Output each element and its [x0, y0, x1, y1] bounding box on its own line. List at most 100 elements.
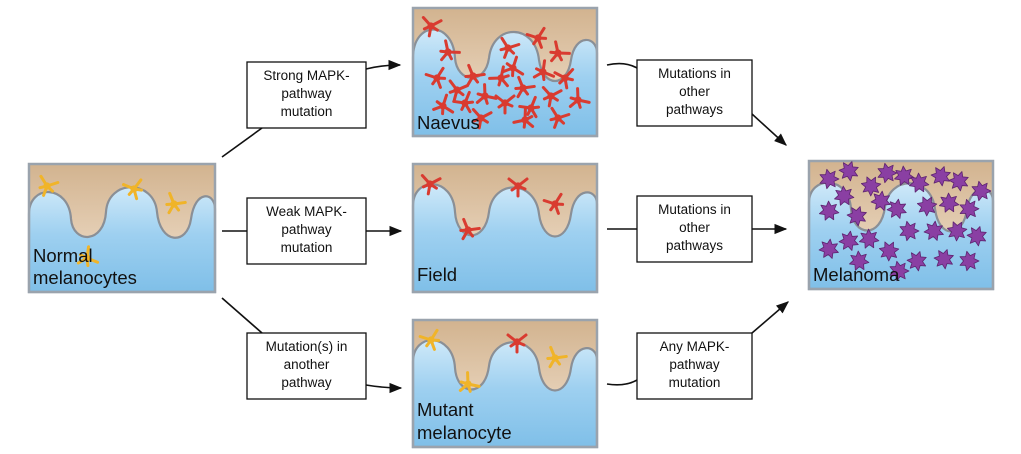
- melanocyte-cell: [553, 68, 575, 90]
- melanoma-cell: [959, 198, 980, 220]
- melanoma-cell: [899, 220, 920, 242]
- box-text: pathway: [669, 357, 720, 372]
- box-another-pathway: Mutation(s) in another pathway: [246, 332, 367, 400]
- panel-label-normal-2: melanocytes: [33, 267, 137, 288]
- line-normal-to-another: [221, 297, 263, 334]
- arrow-another-to-mutant: [365, 382, 403, 394]
- melanoma-cell: [838, 161, 859, 182]
- melanoma-cell: [971, 180, 992, 202]
- melanocyte-cell: [507, 177, 529, 198]
- melanocyte-cell: [448, 79, 470, 102]
- melanoma-cell: [819, 168, 840, 190]
- melanocyte-cell: [512, 107, 535, 129]
- box-text: mutation: [281, 240, 333, 255]
- melanoma-cell: [860, 176, 882, 197]
- melanoma-cell: [906, 251, 927, 272]
- melanoma-cell: [938, 192, 960, 213]
- melanocyte-cell: [475, 83, 498, 105]
- box-text: pathways: [666, 238, 723, 253]
- panel-mutant-melanocyte: Mutant melanocyte: [411, 318, 599, 449]
- box-other-pathways-top: Mutations in other pathways: [636, 59, 753, 127]
- melanocyte-cell: [549, 106, 571, 129]
- melanocyte-cell: [421, 16, 443, 38]
- panel-melanoma: Melanoma: [807, 159, 995, 291]
- melanocyte-cell: [542, 192, 565, 215]
- box-text: other: [679, 220, 710, 235]
- melanocyte-cell: [488, 65, 510, 88]
- melanoma-cell: [878, 241, 900, 262]
- box-text: Weak MAPK-: [266, 204, 347, 219]
- box-text: Any MAPK-: [660, 339, 730, 354]
- box-text: mutation: [281, 104, 333, 119]
- box-text: pathway: [281, 86, 332, 101]
- melanocyte-cell: [420, 174, 442, 196]
- panel-label-mutant-2: melanocyte: [417, 422, 512, 443]
- melanoma-cell: [886, 198, 907, 219]
- line-naevus-to-other-top: [606, 62, 638, 69]
- arrow-other-top-to-melanoma: [751, 113, 787, 146]
- cells-normal: [38, 174, 187, 268]
- melanoma-cell: [889, 260, 910, 282]
- box-strong-mapk: Strong MAPK- pathway mutation: [246, 61, 367, 129]
- melanocyte-cell: [502, 55, 525, 78]
- melanocyte-cell: [452, 90, 475, 114]
- arrow-strong-to-naevus: [365, 59, 402, 71]
- melanocyte-cell: [514, 75, 536, 99]
- melanoma-cell: [849, 250, 870, 271]
- cells-melanoma: [818, 161, 992, 282]
- box-other-pathways-mid: Mutations in other pathways: [636, 195, 753, 263]
- panel-label-field: Field: [417, 264, 457, 285]
- melanoma-cell: [933, 249, 954, 270]
- box-text: Strong MAPK-: [263, 68, 349, 83]
- melanoma-cell: [858, 228, 880, 249]
- melanocyte-cell: [541, 86, 563, 108]
- cells-field: [420, 174, 565, 241]
- panel-naevus: Naevus: [411, 6, 599, 138]
- box-text: other: [679, 84, 710, 99]
- melanocyte-cell: [568, 87, 591, 109]
- melanocyte-cell: [458, 371, 481, 393]
- cells-naevus: [421, 16, 591, 130]
- melanocyte-cell: [525, 26, 548, 49]
- melanoma-cell: [948, 171, 969, 192]
- box-text: another: [284, 357, 330, 372]
- melanocyte-cell: [459, 217, 481, 241]
- melanocyte-cell: [432, 93, 455, 116]
- box-text: mutation: [669, 375, 721, 390]
- melanocyte-cell: [506, 333, 528, 354]
- melanocyte-cell: [424, 66, 447, 89]
- melanoma-cell: [818, 238, 839, 259]
- box-weak-mapk: Weak MAPK- pathway mutation: [246, 197, 367, 265]
- box-text: Mutations in: [658, 66, 731, 81]
- melanocyte-cell: [121, 178, 144, 201]
- melanoma-cell: [818, 200, 840, 221]
- melanoma-cell: [959, 250, 980, 272]
- melanoma-cell: [877, 162, 898, 184]
- melanoma-cell: [834, 185, 855, 206]
- melanoma-cell: [846, 206, 867, 227]
- panel-label-mutant-1: Mutant: [417, 399, 474, 420]
- melanoma-cell: [894, 165, 915, 186]
- melanocyte-cell: [499, 36, 521, 59]
- melanocyte-cell: [546, 345, 568, 369]
- melanocyte-cell: [471, 108, 493, 130]
- connectors: [221, 59, 789, 394]
- panel-normal-melanocytes: Normal melanocytes: [27, 162, 217, 294]
- melanocyte-cell: [76, 245, 100, 268]
- box-text: pathways: [666, 102, 723, 117]
- melanocyte-cell: [549, 40, 571, 63]
- melanoma-cell: [838, 230, 859, 251]
- melanoma-cell: [946, 221, 968, 242]
- melanocyte-cell: [38, 174, 60, 197]
- box-text: pathway: [281, 375, 332, 390]
- cells-mutant-yellow: [418, 328, 568, 393]
- panel-field: Field: [411, 162, 599, 294]
- panel-label-naevus: Naevus: [417, 112, 480, 133]
- arrow-any-mapk-to-melanoma: [751, 301, 789, 334]
- box-text: Mutation(s) in: [266, 339, 348, 354]
- melanocyte-cell: [418, 328, 441, 351]
- melanocyte-cell: [439, 39, 461, 62]
- melanoma-cell: [923, 220, 944, 241]
- line-normal-to-strong: [221, 127, 263, 158]
